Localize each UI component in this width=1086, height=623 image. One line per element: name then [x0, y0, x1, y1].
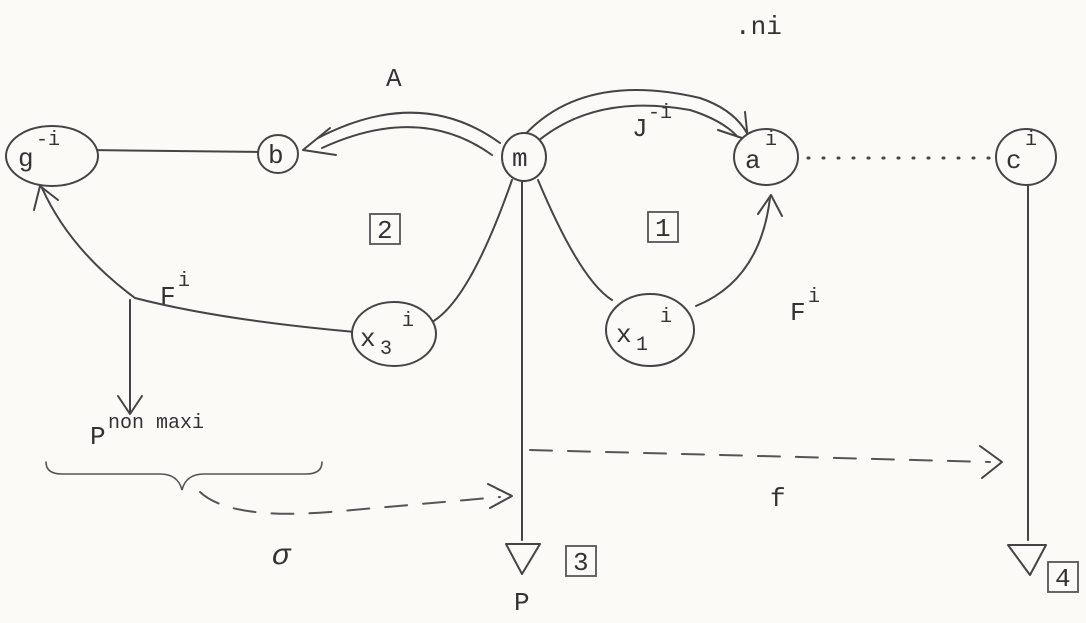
svg-text:i: i — [765, 129, 777, 152]
label-P-non-maxi: P — [90, 422, 106, 452]
triangle-P — [505, 543, 541, 575]
svg-text:i: i — [1025, 129, 1037, 152]
label-F-left-sup: i — [178, 270, 190, 293]
edge-x3-g — [41, 187, 356, 333]
svg-text:3: 3 — [380, 338, 392, 361]
node-b: b — [257, 134, 299, 174]
edge-m-x1 — [537, 179, 613, 301]
node-x3: x 3 i — [351, 301, 437, 367]
svg-text:4: 4 — [1055, 564, 1071, 594]
label-J: J — [632, 114, 648, 144]
box-3: 3 — [565, 545, 597, 578]
box-4: 4 — [1047, 561, 1079, 594]
edge-x1-a — [695, 197, 771, 307]
brace-P-non-maxi — [45, 461, 323, 491]
svg-text:b: b — [268, 141, 284, 171]
svg-text:2: 2 — [377, 216, 393, 246]
label-P-non-maxi-sup: non maxi — [108, 412, 204, 435]
edge-A-outer — [317, 111, 501, 144]
label-F-right-sup: i — [808, 286, 820, 309]
svg-text:i: i — [402, 310, 414, 333]
svg-text:i: i — [660, 306, 672, 329]
node-c: c i — [995, 128, 1057, 186]
node-g: g -i — [5, 125, 99, 187]
edge-J-inner — [529, 104, 739, 149]
label-f: f — [770, 484, 786, 514]
svg-text:g: g — [18, 144, 34, 174]
arrowhead-sigma — [487, 483, 513, 509]
svg-text:c: c — [1006, 146, 1022, 176]
label-J-sup: -i — [648, 102, 672, 125]
node-x1: x 1 i — [605, 293, 695, 367]
edge-g-b — [87, 149, 263, 153]
arrowhead-A — [302, 127, 337, 156]
label-F-right: F — [790, 298, 806, 328]
edge-J-outer — [519, 89, 749, 141]
svg-text:1: 1 — [655, 214, 671, 244]
node-a: a i — [733, 128, 799, 186]
edge-m-x3 — [431, 179, 513, 323]
box-2: 2 — [369, 213, 401, 246]
svg-text:3: 3 — [573, 548, 589, 578]
label-sigma: σ — [272, 540, 292, 574]
title-label: .ni — [735, 12, 782, 42]
label-F-left: F — [160, 282, 176, 312]
box-1: 1 — [647, 211, 679, 244]
svg-text:1: 1 — [636, 334, 648, 357]
node-m: m — [501, 132, 547, 182]
svg-text:x: x — [360, 324, 376, 354]
svg-text:a: a — [745, 146, 761, 176]
arrowhead-P-non-maxi — [117, 395, 143, 415]
svg-text:-i: -i — [36, 129, 60, 152]
edge-sigma-dashed — [199, 491, 501, 515]
edge-A-inner — [321, 126, 493, 156]
label-A: A — [386, 64, 402, 94]
arrowhead-x1-a — [757, 194, 783, 217]
svg-text:x: x — [616, 320, 632, 350]
svg-text:m: m — [512, 144, 528, 174]
triangle-4 — [1007, 544, 1047, 576]
edge-f-dashed — [529, 449, 991, 463]
arrowhead-f — [979, 445, 1003, 479]
label-P-bottom: P — [514, 588, 530, 618]
